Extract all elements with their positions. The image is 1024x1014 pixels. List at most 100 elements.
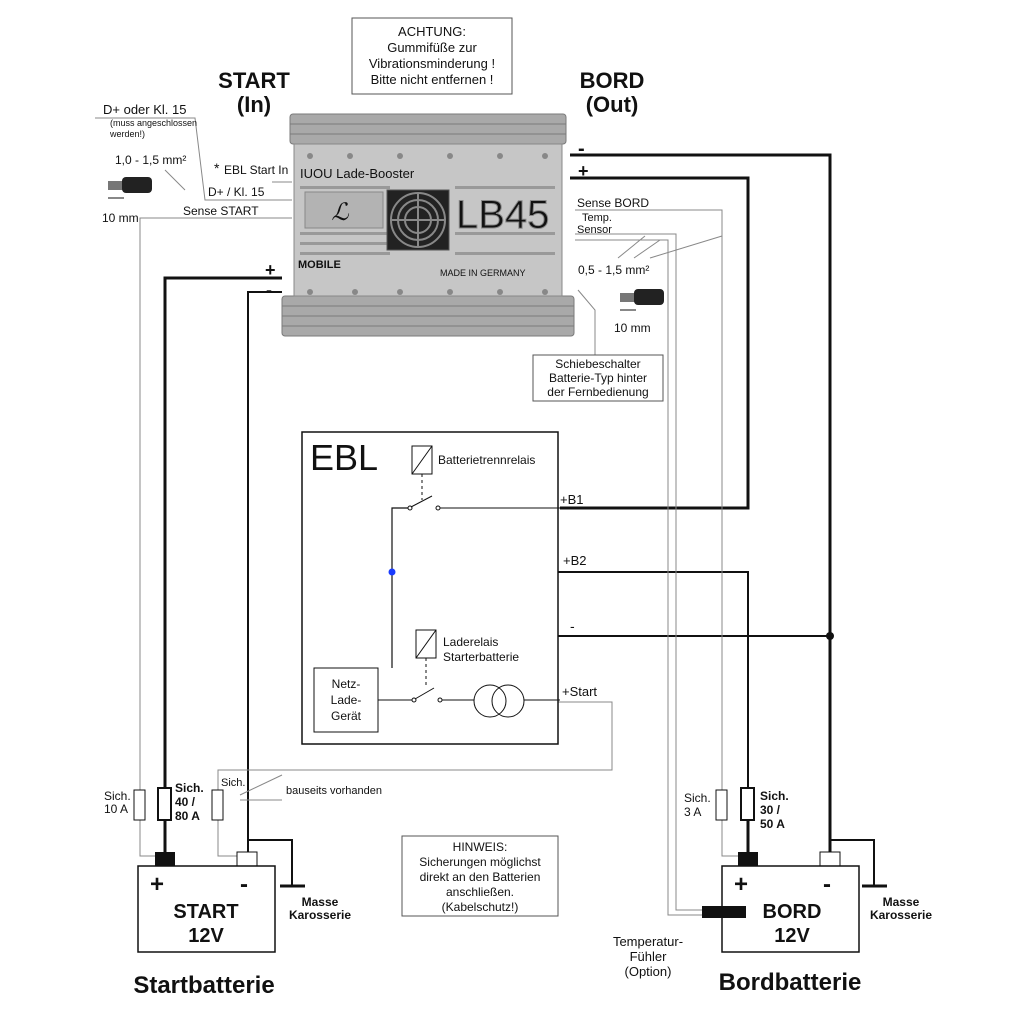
start-header-sub: (In)	[237, 92, 271, 117]
bord-battery: + - BORD 12V	[721, 851, 860, 953]
fuses: Sich. 10 A Sich. 40 / 80 A Sich. bauseit…	[104, 777, 789, 831]
hint-line-4: anschließen.	[446, 885, 514, 899]
bord-plus-cable	[560, 176, 750, 510]
leader-2	[633, 239, 661, 259]
ground-node	[826, 632, 834, 640]
fuse-ebl-label: Sich.	[221, 777, 245, 789]
ground-right-label-1: Masse	[883, 895, 920, 909]
device-brand: IUOU Lade-Booster	[300, 166, 415, 181]
right-strip-length: 10 mm	[614, 321, 651, 335]
left-cross-section: 1,0 - 1,5 mm²	[115, 153, 186, 167]
start-battery: + - START 12V	[137, 851, 276, 953]
start-minus-cable	[247, 291, 282, 856]
relay1-label: Batterietrennrelais	[438, 453, 535, 467]
fuse-30a	[740, 787, 755, 821]
hint-line-3: direkt an den Batterien	[420, 870, 541, 884]
bord-battery-name: BORD	[763, 901, 822, 923]
start-battery-plus-terminal	[155, 852, 175, 866]
relay2-label-1: Laderelais	[443, 635, 498, 649]
fuse-40a-label-3: 80 A	[175, 809, 200, 823]
fuse-30a-label-2: 30 /	[760, 803, 781, 817]
fuse-ebl	[211, 789, 224, 821]
ebl-b1-label: +B1	[560, 492, 584, 507]
start-header: START	[218, 68, 290, 93]
start-battery-plus: +	[150, 871, 164, 898]
warning-line-1: ACHTUNG:	[398, 24, 466, 39]
sense-start-lower	[139, 820, 155, 857]
ground-right-label-2: Karosserie	[870, 908, 932, 922]
bord-header: BORD	[580, 68, 645, 93]
ground-right-wire	[830, 839, 875, 886]
ground-left-label-1: Masse	[302, 895, 339, 909]
fuse-3a	[715, 789, 728, 821]
bord-header-sub: (Out)	[586, 92, 639, 117]
start-battery-name: START	[173, 901, 238, 923]
temp-feeler-line-1: Temperatur-	[613, 934, 683, 949]
temp-sensor-label-1: Temp.	[582, 212, 612, 224]
start-battery-caption: Startbatterie	[133, 972, 274, 999]
onsite-label: bauseits vorhanden	[286, 785, 382, 797]
fuse-3a-label-1: Sich.	[684, 791, 711, 805]
warning-line-2: Gummifüße zur	[387, 40, 477, 55]
bord-battery-caption: Bordbatterie	[719, 969, 862, 996]
charger-line-1: Netz-	[332, 677, 361, 691]
d-plus-note-1: (muss angeschlossen	[110, 118, 197, 128]
fuse-30a-label-3: 50 A	[760, 817, 785, 831]
bord-minus-cable	[570, 153, 832, 856]
device-maker: MOBILE	[298, 259, 341, 271]
ebl-title: EBL	[310, 437, 378, 478]
charger-line-3: Gerät	[331, 709, 362, 723]
hint-box: HINWEIS: Sicherungen möglichst direkt an…	[401, 835, 559, 917]
stripped-wire-icon-right	[620, 289, 664, 311]
sense-bord-lower	[721, 820, 738, 857]
start-battery-voltage: 12V	[188, 925, 224, 947]
start-plus-cable	[163, 276, 282, 856]
svg-text:ℒ: ℒ	[331, 199, 349, 226]
d-plus-leader	[164, 169, 186, 191]
asterisk: *	[214, 160, 220, 176]
device-bord-plus: +	[578, 161, 589, 181]
device-made-in: MADE IN GERMANY	[440, 268, 526, 278]
ebl-start-lower	[217, 820, 240, 857]
leader-3	[649, 235, 723, 259]
device-bord-minus: -	[578, 138, 585, 160]
ground-left-wire	[248, 839, 293, 886]
device-model: LB45	[456, 193, 549, 237]
d-plus-kl15-label: D+ / Kl. 15	[208, 185, 265, 199]
temp-feeler-line-3: (Option)	[625, 964, 672, 979]
device-start-plus: +	[265, 260, 276, 280]
relay2-label-2: Starterbatterie	[443, 650, 519, 664]
slider-line-3: der Fernbedienung	[547, 385, 648, 399]
ebl-b2-label: +B2	[563, 553, 587, 568]
bord-battery-plus-terminal	[738, 852, 758, 866]
slider-line-1: Schiebeschalter	[555, 357, 640, 371]
transformer-icon	[473, 684, 507, 718]
slider-switch-box: Schiebeschalter Batterie-Typ hinter der …	[532, 354, 664, 402]
device-start-minus: -	[266, 280, 272, 300]
warning-box: ACHTUNG: Gummifüße zur Vibrationsminderu…	[351, 17, 513, 95]
warning-line-3: Vibrationsminderung !	[369, 56, 495, 71]
fuse-10a-label-1: Sich.	[104, 789, 131, 803]
lade-booster-device: IUOU Lade-Booster ℒ LB45 MOBILE MADE IN …	[281, 113, 575, 337]
start-battery-minus-terminal	[236, 851, 258, 867]
fuse-40a-label-1: Sich.	[175, 781, 204, 795]
d-plus-note-2: werden!)	[109, 129, 145, 139]
fuse-3a-label-2: 3 A	[684, 805, 701, 819]
bord-battery-minus-terminal	[819, 851, 841, 867]
hint-line-2: Sicherungen möglichst	[419, 855, 541, 869]
fuse-30a-label-1: Sich.	[760, 789, 789, 803]
warning-line-4: Bitte nicht entfernen !	[371, 72, 494, 87]
sense-start-wire	[139, 217, 292, 790]
ebl-start-label: +Start	[562, 684, 597, 699]
charger-box	[313, 667, 379, 733]
d-plus-wire	[95, 117, 292, 201]
fuse-40a	[157, 787, 172, 821]
ebl-minus-label: -	[570, 618, 575, 634]
bord-battery-plus: +	[734, 871, 748, 898]
hint-line-1: HINWEIS:	[453, 840, 508, 854]
slider-pointer	[577, 289, 596, 355]
start-battery-minus: -	[240, 871, 248, 898]
ground-left-label-2: Karosserie	[289, 908, 351, 922]
slider-line-2: Batterie-Typ hinter	[549, 371, 647, 385]
leader-1	[617, 235, 646, 259]
